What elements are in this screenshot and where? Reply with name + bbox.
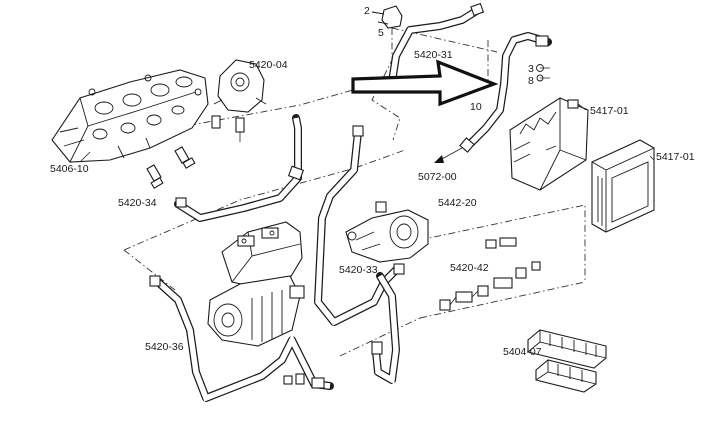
pipe-5420-36: [149, 275, 334, 402]
clips-5404-07: [527, 329, 607, 393]
label-5420-36: 5420-36: [145, 341, 184, 353]
label-10: 10: [470, 101, 482, 113]
label-8: 8: [528, 75, 534, 87]
leader-lines: [79, 11, 655, 163]
valve-block-5420-04: [211, 59, 267, 142]
air-compressor: [207, 221, 305, 347]
label-5420-33: 5420-33: [339, 264, 378, 276]
ecu-module: [591, 139, 655, 233]
fittings-5420-42: [439, 237, 541, 311]
fittings-5420-34: [146, 146, 196, 189]
small-arrow-icon: [434, 147, 463, 163]
fittings-5420-36: [283, 373, 305, 385]
label-2: 2: [364, 5, 370, 17]
pipe-5420-34: [146, 114, 305, 222]
label-5404-07: 5404-07: [503, 346, 542, 358]
engine-block: [51, 69, 209, 163]
label-5420-34: 5420-34: [118, 197, 157, 209]
label-5406-10: 5406-10: [50, 163, 89, 175]
label-3: 3: [528, 63, 534, 75]
label-5417-01-module: 5417-01: [656, 151, 695, 163]
label-5442-20: 5442-20: [438, 197, 477, 209]
label-5072-00: 5072-00: [418, 171, 457, 183]
label-5420-04: 5420-04: [249, 59, 288, 71]
ecu-bracket: [509, 97, 589, 191]
label-5: 5: [378, 27, 384, 39]
label-5420-42: 5420-42: [450, 262, 489, 274]
compressor-5442-20: [345, 201, 429, 263]
label-5417-01-bracket: 5417-01: [590, 105, 629, 117]
clamp-fitting-2-5: [371, 5, 403, 29]
pipe-lower-center: [371, 272, 400, 385]
label-5420-31: 5420-31: [414, 49, 453, 61]
pipe-5420-33: [314, 125, 405, 326]
right-arrow-icon: [351, 59, 499, 107]
